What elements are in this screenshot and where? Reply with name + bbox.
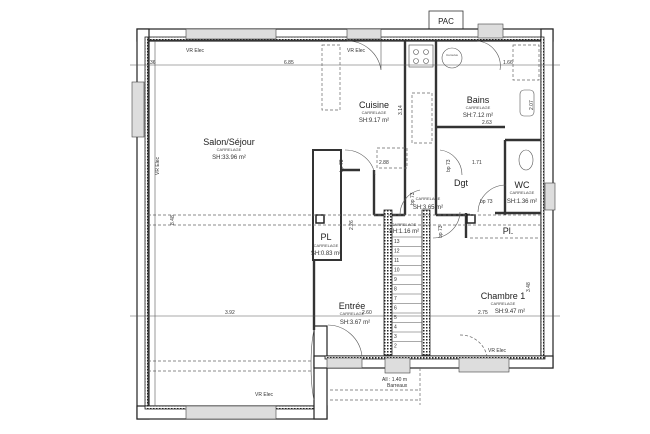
staircase: 13 12 11 10 9 8 7 6 5 4 3 2 (392, 236, 422, 350)
svg-text:SH:3.65 m²: SH:3.65 m² (413, 205, 443, 211)
room-bains: Bains CARRELAGE SH:7.12 m² (463, 95, 493, 119)
svg-text:2.60: 2.60 (362, 310, 372, 316)
svg-text:CARRELAGE: CARRELAGE (362, 110, 387, 115)
stair-step-number: 2 (394, 344, 397, 350)
svg-text:3.48: 3.48 (526, 282, 532, 292)
svg-text:SH:7.12 m²: SH:7.12 m² (463, 113, 493, 119)
stair-step-number: 9 (394, 277, 397, 283)
svg-text:2.07: 2.07 (529, 100, 535, 110)
stair-step-number: 5 (394, 315, 397, 321)
svg-text:Entrée: Entrée (339, 301, 366, 311)
svg-text:Cuisine: Cuisine (359, 100, 389, 110)
window (477, 23, 504, 39)
svg-text:2.88: 2.88 (379, 160, 389, 166)
room-cuisine: Cuisine CARRELAGE SH:9.17 m² (359, 100, 389, 124)
svg-text:SH:9.47 m²: SH:9.47 m² (495, 309, 525, 315)
window (185, 28, 277, 40)
svg-text:CARRELAGE: CARRELAGE (416, 196, 441, 201)
svg-text:8.48: 8.48 (170, 215, 176, 225)
svg-text:2.63: 2.63 (482, 120, 492, 126)
room-wc: WC CARRELAGE SH:1.36 m² (507, 180, 537, 205)
pac-unit: PAC (428, 10, 464, 31)
svg-text:SH:33.96 m²: SH:33.96 m² (212, 155, 246, 161)
svg-text:Salon/Séjour: Salon/Séjour (203, 137, 255, 147)
svg-text:bp 73: bp 73 (438, 225, 444, 238)
dimensions: 6.85 3.14 2.63 2.88 1.71 1.66 3.92 2.60 … (150, 60, 535, 316)
window (326, 357, 363, 369)
svg-text:2.75: 2.75 (478, 310, 488, 316)
svg-text:CARRELAGE: CARRELAGE (510, 190, 535, 195)
room-dgt: Dgt CARRELAGE SH:3.65 m² (413, 178, 469, 211)
svg-text:Cumulus: Cumulus (446, 53, 458, 57)
svg-text:bp 73: bp 73 (410, 192, 416, 205)
fixtures: Cumulus (408, 44, 540, 171)
stair-step-number: 4 (394, 325, 397, 331)
svg-text:CARRELAGE: CARRELAGE (340, 311, 365, 316)
stair-step-number: 6 (394, 306, 397, 312)
interior-walls (312, 41, 541, 356)
svg-text:WC: WC (515, 180, 530, 190)
stair-step-number: 12 (394, 249, 400, 255)
stair-step-number: 10 (394, 268, 400, 274)
svg-text:SH:1.16 m²: SH:1.16 m² (389, 229, 419, 235)
svg-text:Dgt: Dgt (454, 178, 469, 188)
window (346, 28, 382, 40)
stair-step-number: 8 (394, 287, 397, 293)
window (384, 357, 411, 374)
window (544, 182, 556, 211)
svg-text:SH:1.36 m²: SH:1.36 m² (507, 199, 537, 205)
svg-text:Bains: Bains (467, 95, 490, 105)
stair-step-number: 3 (394, 334, 397, 340)
room-chambre: Chambre 1 CARRELAGE SH:9.47 m² (481, 291, 526, 315)
annotations: VR Elec VR Elec VR Elec VR Elec VR Elec … (155, 48, 507, 398)
room-entree: Entrée CARRELAGE SH:3.67 m² (339, 301, 370, 326)
stair-step-number: 11 (394, 258, 399, 264)
cooktop (408, 44, 434, 68)
svg-text:VR Elec: VR Elec (255, 392, 274, 398)
svg-text:Chambre 1: Chambre 1 (481, 291, 526, 301)
svg-text:SH:0.83 m²: SH:0.83 m² (311, 251, 341, 257)
pac-label: PAC (438, 17, 454, 26)
svg-text:CARRELAGE: CARRELAGE (314, 243, 339, 248)
svg-text:CARRELAGE: CARRELAGE (466, 105, 491, 110)
svg-text:VR Elec: VR Elec (488, 348, 507, 354)
svg-text:36: 36 (150, 60, 156, 66)
room-pl: PL CARRELAGE SH:0.83 m² (311, 232, 341, 257)
room-stair-area: CARRELAGE SH:1.16 m² (389, 222, 419, 235)
stair-step-number: 13 (394, 239, 400, 245)
window (131, 81, 145, 138)
svg-text:VR Elec: VR Elec (347, 48, 366, 54)
room-pl2: Pl. (503, 226, 514, 236)
svg-text:6.85: 6.85 (284, 60, 294, 66)
svg-text:2.26: 2.26 (349, 220, 355, 230)
svg-text:1.66: 1.66 (503, 60, 513, 66)
svg-text:CARRELAGE: CARRELAGE (392, 222, 417, 227)
window (458, 357, 510, 373)
guides (130, 41, 560, 406)
svg-text:All : 1.40 m: All : 1.40 m (382, 377, 407, 383)
svg-text:bp 73: bp 73 (339, 159, 345, 172)
svg-text:VR Elec: VR Elec (186, 48, 205, 54)
stair-step-number: 7 (394, 296, 397, 302)
svg-text:PL: PL (320, 232, 331, 242)
svg-text:VR Elec: VR Elec (155, 156, 161, 175)
windows (131, 23, 556, 420)
svg-text:SH:3.67 m²: SH:3.67 m² (340, 320, 370, 326)
water-heater (441, 47, 463, 69)
svg-text:bp 73: bp 73 (480, 199, 493, 205)
svg-text:SH:9.17 m²: SH:9.17 m² (359, 118, 389, 124)
doors (310, 40, 507, 401)
sink (519, 89, 535, 117)
svg-text:CARRELAGE: CARRELAGE (491, 301, 516, 306)
svg-text:bp 73: bp 73 (446, 159, 452, 172)
toilet (518, 149, 534, 171)
svg-text:1.71: 1.71 (472, 160, 482, 166)
svg-text:CARRELAGE: CARRELAGE (217, 147, 242, 152)
room-salon: Salon/Séjour CARRELAGE SH:33.96 m² (203, 137, 255, 161)
svg-text:Barreaux: Barreaux (387, 383, 408, 389)
shower (512, 44, 540, 81)
svg-text:3.92: 3.92 (225, 310, 235, 316)
svg-text:3.14: 3.14 (398, 105, 404, 115)
window (185, 405, 277, 420)
